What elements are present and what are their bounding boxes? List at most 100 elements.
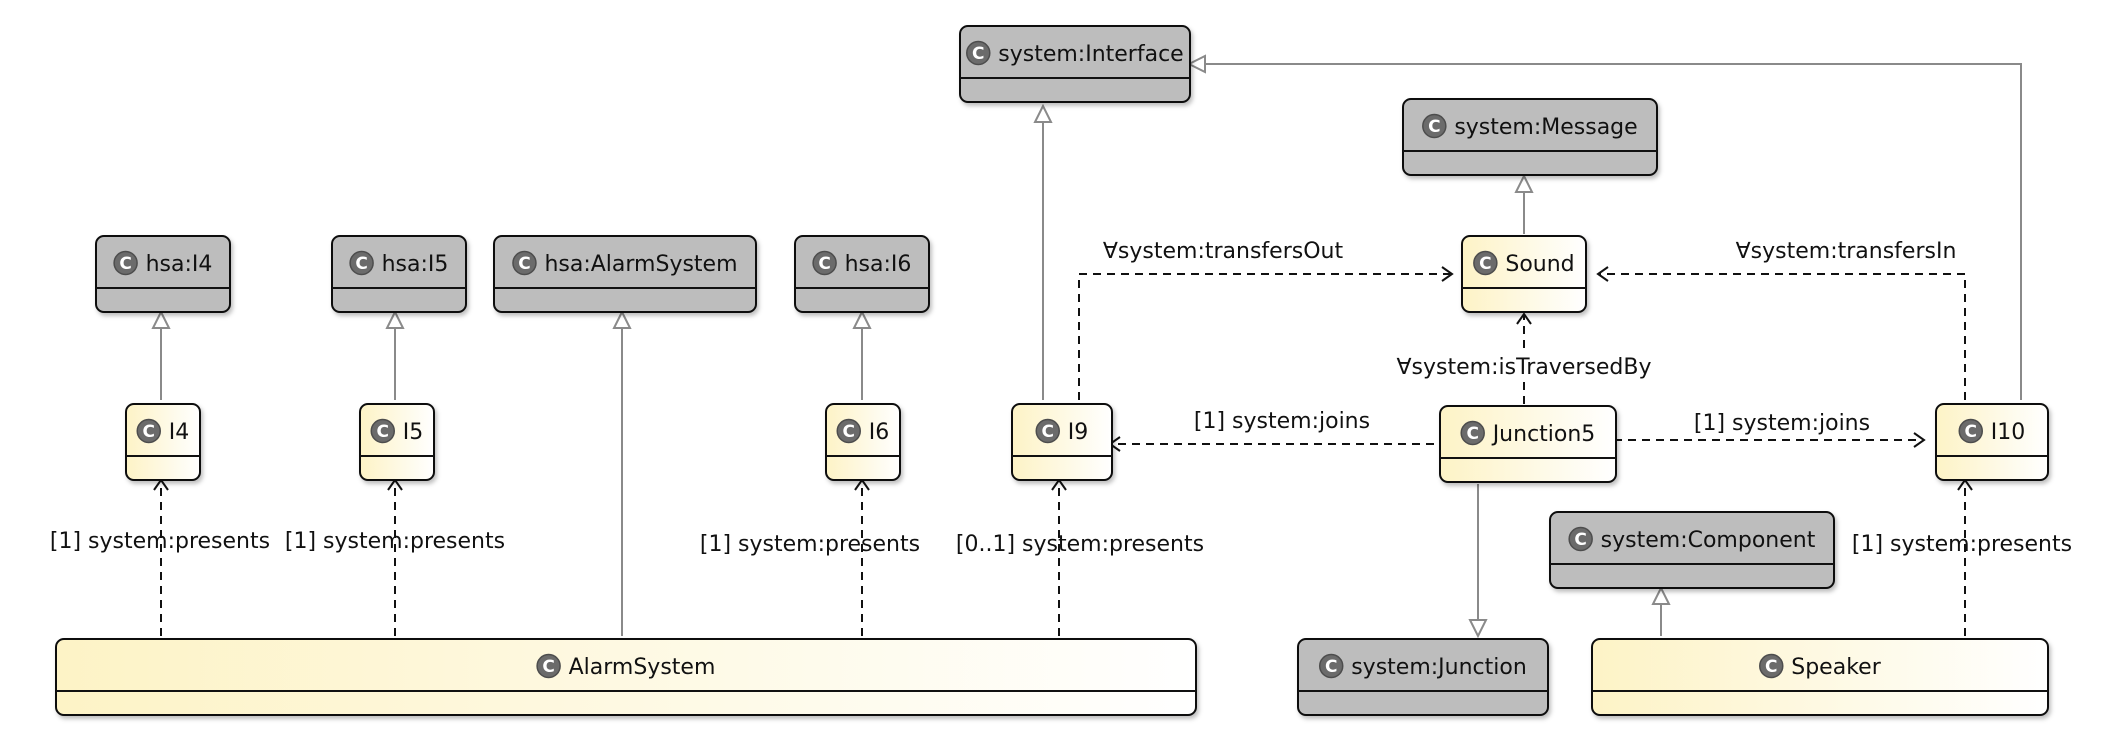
generalization-lines bbox=[160, 63, 2022, 636]
gen-i10-to-system-interface bbox=[1203, 63, 2022, 400]
class-i4[interactable]: I4 C bbox=[125, 403, 201, 481]
class-c-icon: C bbox=[512, 250, 537, 276]
class-name: I4 bbox=[169, 420, 190, 445]
class-box bbox=[1297, 638, 1549, 716]
class-name: I5 bbox=[403, 420, 424, 445]
class-c-icon: C bbox=[113, 250, 138, 276]
class-c-icon: C bbox=[1568, 526, 1593, 552]
class-name: Sound bbox=[1505, 252, 1574, 277]
class-name: AlarmSystem bbox=[569, 655, 716, 680]
assoc-head-i10-from-junction5 bbox=[1913, 432, 1926, 448]
label-i10-transfers-in: ∀system:transfersIn bbox=[1736, 239, 1957, 264]
class-c-icon: C bbox=[836, 418, 861, 444]
svg-text:C: C bbox=[1965, 422, 1977, 442]
svg-text:C: C bbox=[1574, 530, 1586, 550]
gen-head-system-junction bbox=[1468, 619, 1488, 639]
class-name: system:Interface bbox=[998, 42, 1183, 67]
association-labels: [1] system:presents [1] system:presents … bbox=[50, 239, 2072, 557]
assoc-i10-sound bbox=[1600, 273, 1966, 400]
svg-text:C: C bbox=[1325, 657, 1337, 677]
class-name: system:Junction bbox=[1351, 655, 1527, 680]
class-c-icon: C bbox=[1759, 653, 1784, 679]
class-system-component[interactable]: system:Component C bbox=[1549, 511, 1835, 589]
class-name: system:Message bbox=[1454, 115, 1637, 140]
assoc-i9-sound bbox=[1078, 273, 1450, 400]
svg-text:C: C bbox=[972, 44, 984, 64]
svg-text:C: C bbox=[355, 254, 367, 274]
class-c-icon: C bbox=[1460, 420, 1485, 446]
class-box bbox=[493, 235, 757, 313]
svg-text:C: C bbox=[143, 422, 155, 442]
class-name: Junction5 bbox=[1491, 422, 1596, 447]
assoc-head-sound-from-i9 bbox=[1441, 266, 1454, 282]
class-alarmsystem[interactable]: AlarmSystem C bbox=[55, 638, 1197, 716]
label-junction-joins-i10: [1] system:joins bbox=[1694, 411, 1870, 436]
gen-head-hsa-alarmsystem bbox=[612, 309, 632, 329]
label-i5-presents: [1] system:presents bbox=[285, 529, 505, 554]
gen-head-hsa-i5 bbox=[385, 309, 405, 329]
class-system-junction[interactable]: system:Junction C bbox=[1297, 638, 1549, 716]
gen-head-system-interface-from-i10 bbox=[1186, 54, 1206, 74]
svg-text:C: C bbox=[1765, 657, 1777, 677]
class-c-icon: C bbox=[966, 40, 991, 66]
class-hsa-i6[interactable]: hsa:I6C bbox=[794, 235, 930, 313]
class-sound[interactable]: Sound C bbox=[1461, 235, 1587, 313]
assoc-head-sound-from-i10 bbox=[1596, 266, 1609, 282]
class-name: hsa:I4 bbox=[146, 252, 213, 277]
class-c-icon: C bbox=[349, 250, 374, 276]
class-i6[interactable]: I6 C bbox=[825, 403, 901, 481]
class-name: hsa:AlarmSystem bbox=[544, 252, 737, 277]
class-hsa-i4[interactable]: hsa:I4 C bbox=[95, 235, 231, 313]
assoc-head-sound-from-junction5 bbox=[1516, 312, 1532, 325]
class-name: I6 bbox=[869, 420, 890, 445]
class-c-icon: C bbox=[1473, 250, 1498, 276]
class-i10[interactable]: I10 C bbox=[1935, 403, 2049, 481]
class-box bbox=[959, 25, 1191, 103]
svg-text:C: C bbox=[843, 422, 855, 442]
class-box bbox=[1591, 638, 2049, 716]
class-c-icon: C bbox=[1958, 418, 1984, 444]
svg-text:C: C bbox=[1479, 254, 1491, 274]
class-box bbox=[1011, 403, 1113, 481]
svg-text:C: C bbox=[1466, 424, 1478, 444]
label-i9-presents: [0..1] system:presents bbox=[956, 532, 1204, 557]
class-c-icon: C bbox=[1422, 113, 1447, 139]
label-junction-joins-i9: [1] system:joins bbox=[1194, 409, 1370, 434]
gen-head-system-component bbox=[1651, 585, 1671, 605]
class-junction5[interactable]: Junction5 C bbox=[1439, 405, 1617, 483]
class-i5[interactable]: I5 C bbox=[359, 403, 435, 481]
svg-text:C: C bbox=[377, 422, 389, 442]
svg-text:C: C bbox=[542, 657, 554, 677]
class-i9[interactable]: I9 C bbox=[1011, 403, 1113, 481]
class-system-message[interactable]: system:Message C bbox=[1402, 98, 1658, 176]
gen-head-hsa-i6 bbox=[852, 309, 872, 329]
class-box bbox=[1402, 98, 1658, 176]
class-hsa-alarmsystem[interactable]: hsa:AlarmSystem C bbox=[493, 235, 757, 313]
class-box bbox=[1549, 511, 1835, 589]
gen-head-system-message bbox=[1514, 173, 1534, 193]
gen-head-system-interface-from-i9 bbox=[1033, 103, 1053, 123]
svg-text:C: C bbox=[1428, 117, 1440, 137]
class-c-icon: C bbox=[536, 653, 561, 679]
class-c-icon: C bbox=[136, 418, 161, 444]
svg-text:C: C bbox=[518, 254, 530, 274]
class-name: I10 bbox=[1991, 420, 2025, 445]
association-lines bbox=[160, 273, 1966, 636]
class-name: system:Component bbox=[1601, 528, 1816, 553]
svg-text:C: C bbox=[1042, 422, 1054, 442]
gen-head-hsa-i4 bbox=[151, 309, 171, 329]
class-system-interface[interactable]: system:Interface C bbox=[959, 25, 1191, 103]
label-i9-transfers-out: ∀system:transfersOut bbox=[1103, 239, 1344, 264]
class-hsa-i5[interactable]: hsa:I5C bbox=[331, 235, 467, 313]
label-i6-presents: [1] system:presents bbox=[700, 532, 920, 557]
class-c-icon: C bbox=[1035, 418, 1060, 444]
class-name: I9 bbox=[1068, 420, 1089, 445]
class-c-icon: C bbox=[812, 250, 837, 276]
class-c-icon: C bbox=[1318, 653, 1344, 679]
label-junction-traversed-by: ∀system:isTraversedBy bbox=[1397, 355, 1652, 380]
class-box bbox=[55, 638, 1197, 716]
svg-text:C: C bbox=[119, 254, 131, 274]
